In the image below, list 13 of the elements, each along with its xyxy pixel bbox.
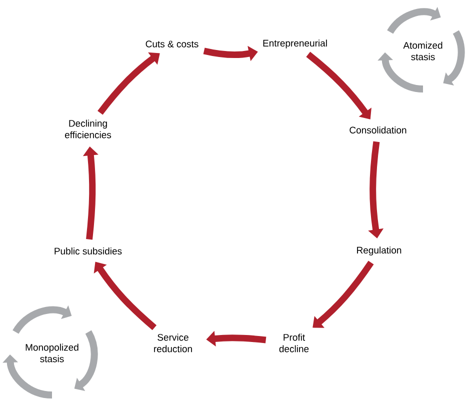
- arrow: [312, 260, 374, 328]
- stage-label: Atomized stasis: [403, 42, 442, 60]
- stage-label: Regulation: [357, 246, 402, 256]
- stage-label: Service reduction: [154, 334, 192, 352]
- stage-label: Profit decline: [279, 334, 309, 352]
- arrow: [98, 52, 160, 115]
- stage-label: Declining efficiencies: [65, 120, 112, 138]
- stage-label: Entrepreneurial: [263, 40, 327, 48]
- arrow: [306, 52, 372, 120]
- stage-label: Public subsidies: [54, 248, 122, 254]
- stage-label: Monopolized stasis: [26, 344, 78, 362]
- stage-label: Consolidation: [350, 126, 406, 134]
- stage-label: Cuts & costs: [146, 40, 198, 48]
